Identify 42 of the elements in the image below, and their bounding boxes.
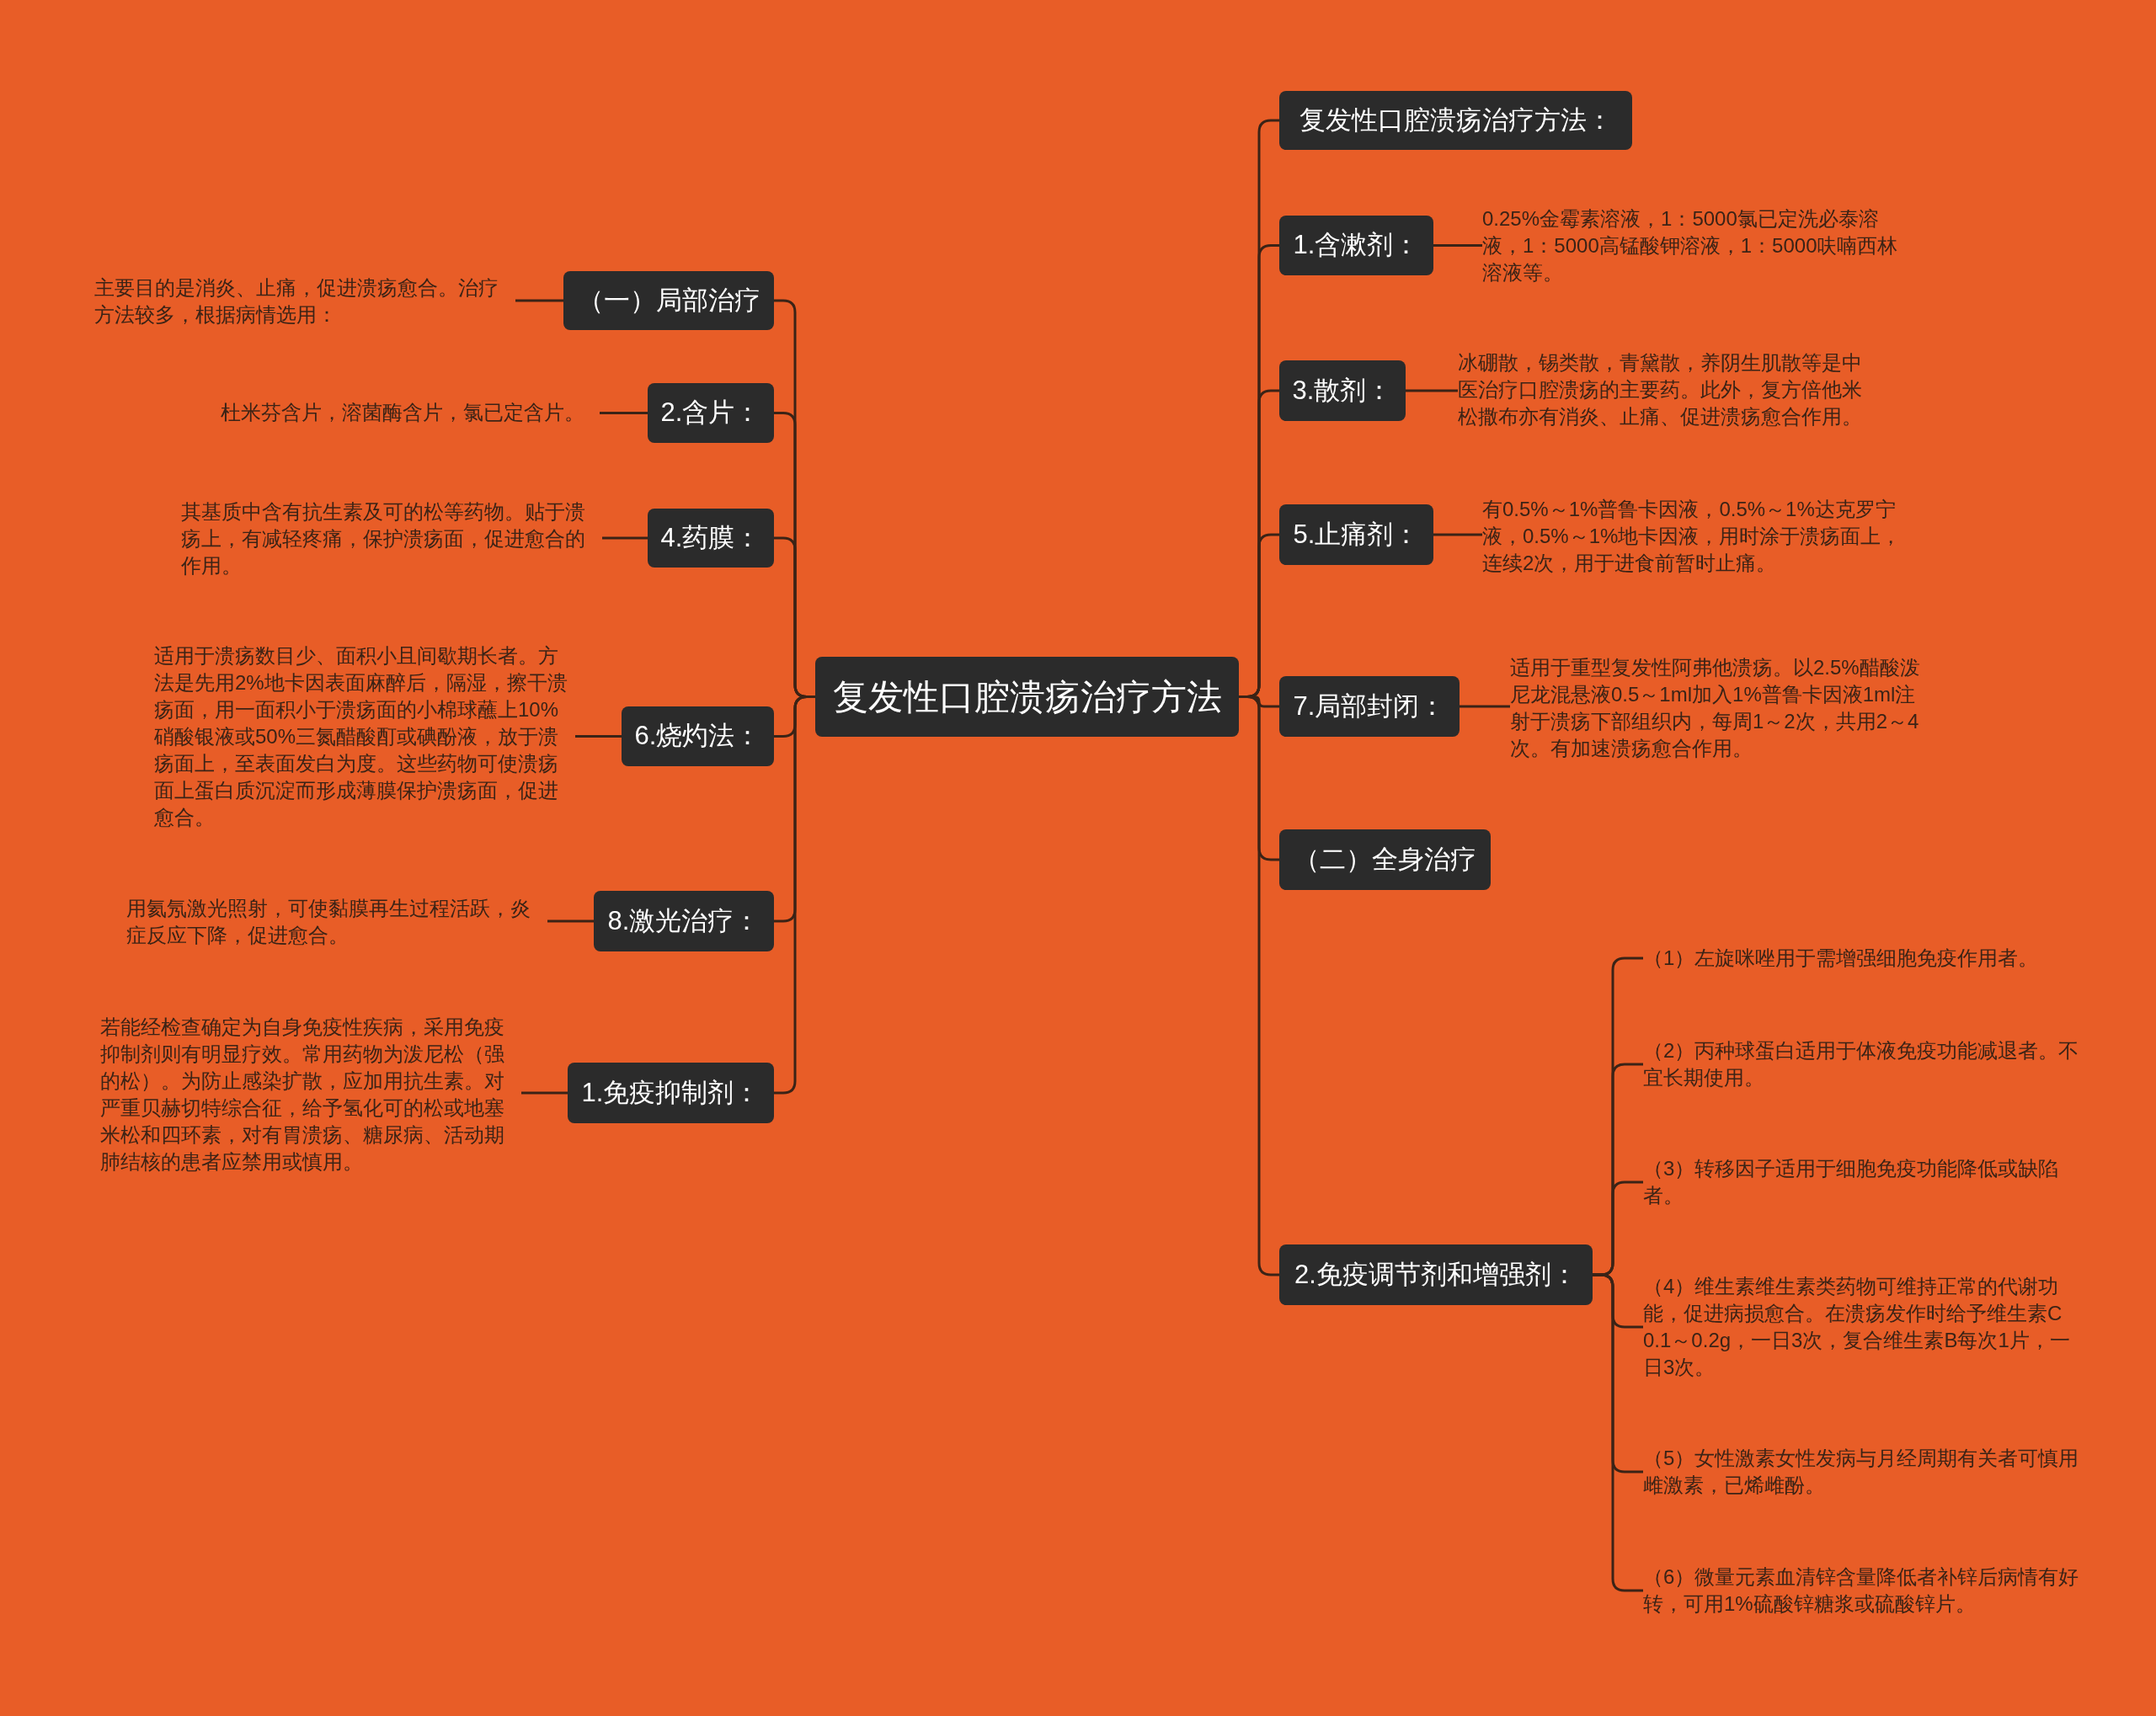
note-text: （6）微量元素血清锌含量降低者补锌后病情有好转，可用1%硫酸锌糖浆或硫酸锌片。 bbox=[1643, 1564, 2081, 1617]
connector-line bbox=[515, 299, 563, 302]
connector-line bbox=[1433, 533, 1482, 536]
topic-box: 3.散剂： bbox=[1279, 360, 1406, 421]
topic-box: 7.局部封闭： bbox=[1279, 676, 1460, 737]
connector-line bbox=[1593, 1273, 1643, 1592]
topic-box: 5.止痛剂： bbox=[1279, 504, 1433, 565]
note-text: （4）维生素维生素类药物可维持正常的代谢功能，促进病损愈合。在溃疡发作时给予维生素C 0.1～0.2g，一日3次，复合维生素B每次1片，一日3次。 bbox=[1643, 1273, 2081, 1381]
topic-box: 1.含漱剂： bbox=[1279, 216, 1433, 275]
note-text: 冰硼散，锡类散，青黛散，养阴生肌散等是中医治疗口腔溃疡的主要药。此外，复方倍他米松撒布亦有消炎、止痛、促进溃疡愈合作用。 bbox=[1458, 349, 1879, 430]
connector-line bbox=[600, 412, 648, 414]
note-text: 杜米芬含片，溶菌酶含片，氯已定含片。 bbox=[221, 399, 600, 426]
topic-box: 6.烧灼法： bbox=[622, 706, 774, 766]
connector-line bbox=[1433, 244, 1482, 247]
connector-line bbox=[547, 919, 594, 923]
note-text: （2）丙种球蛋白适用于体液免疫功能减退者。不宜长期使用。 bbox=[1643, 1037, 2081, 1091]
note-text: （3）转移因子适用于细胞免疫功能降低或缺陷者。 bbox=[1643, 1155, 2081, 1209]
connector-line bbox=[1460, 705, 1510, 708]
connector-line bbox=[774, 695, 815, 1095]
topic-box: 1.免疫抑制剂： bbox=[568, 1063, 774, 1123]
note-text: 用氦氖激光照射，可使黏膜再生过程活跃，炎症反应下降，促进愈合。 bbox=[126, 895, 547, 949]
note-text: 适用于重型复发性阿弗他溃疡。以2.5%醋酸泼尼龙混悬液0.5～1ml加入1%普鲁卡因液1ml注射于溃疡下部组织内，每周1～2次，共用2～4次。有加速溃疡愈合作用。 bbox=[1510, 654, 1931, 762]
topic-box: （二）全身治疗 bbox=[1279, 829, 1491, 890]
note-text: （1）左旋咪唑用于需增强细胞免疫作用者。 bbox=[1643, 945, 2081, 972]
connector-line bbox=[575, 735, 622, 738]
note-text: 0.25%金霉素溶液，1：5000氯已定洗必泰溶液，1：5000高锰酸钾溶液，1：5000呋喃西林溶液等。 bbox=[1482, 205, 1903, 286]
topic-box: 2.含片： bbox=[648, 383, 774, 443]
note-text: 有0.5%～1%普鲁卡因液，0.5%～1%达克罗宁液，0.5%～1%地卡因液，用时涂于溃疡面上，连续2次，用于进食前暂时止痛。 bbox=[1482, 496, 1903, 577]
note-text: 其基质中含有抗生素及可的松等药物。贴于溃疡上，有减轻疼痛，保护溃疡面，促进愈合的作用。 bbox=[181, 498, 602, 579]
topic-box: 8.激光治疗： bbox=[594, 891, 774, 951]
central-topic-box: 复发性口腔溃疡治疗方法 bbox=[815, 657, 1239, 737]
note-text: 若能经检查确定为自身免疫性疾病，采用免疫抑制剂则有明显疗效。常用药物为泼尼松（强的松）。为防止感染扩散，应加用抗生素。对严重贝赫切特综合征，给予氢化可的松或地塞米松和四环素，对有胃溃疡、糖尿病、活动期肺结核的患者应禁用或慎用。 bbox=[100, 1014, 521, 1175]
note-text: 主要目的是消炎、止痛，促进溃疡愈合。治疗方法较多，根据病情选用： bbox=[94, 274, 515, 328]
topic-box: 复发性口腔溃疡治疗方法： bbox=[1279, 91, 1632, 150]
note-text: 适用于溃疡数目少、面积小且间歇期长者。方法是先用2%地卡因表面麻醉后，隔湿，擦干溃疡面，用一面积小于溃疡面的小棉球蘸上10%硝酸银液或50%三氮醋酸酊或碘酚液，放于溃疡面上，至表面发白为度。这些药物可使溃疡面上蛋白质沉淀而形成薄膜保护溃疡面，促进愈合。 bbox=[154, 642, 575, 831]
connector-line bbox=[602, 536, 648, 540]
topic-box: 4.药膜： bbox=[648, 509, 774, 568]
connector-line bbox=[1406, 389, 1458, 392]
topic-box: 2.免疫调节剂和增强剂： bbox=[1279, 1244, 1593, 1305]
note-text: （5）女性激素女性发病与月经周期有关者可慎用雌激素，已烯雌酚。 bbox=[1643, 1445, 2081, 1499]
connector-line bbox=[521, 1091, 568, 1095]
topic-box: （一）局部治疗 bbox=[563, 271, 774, 330]
